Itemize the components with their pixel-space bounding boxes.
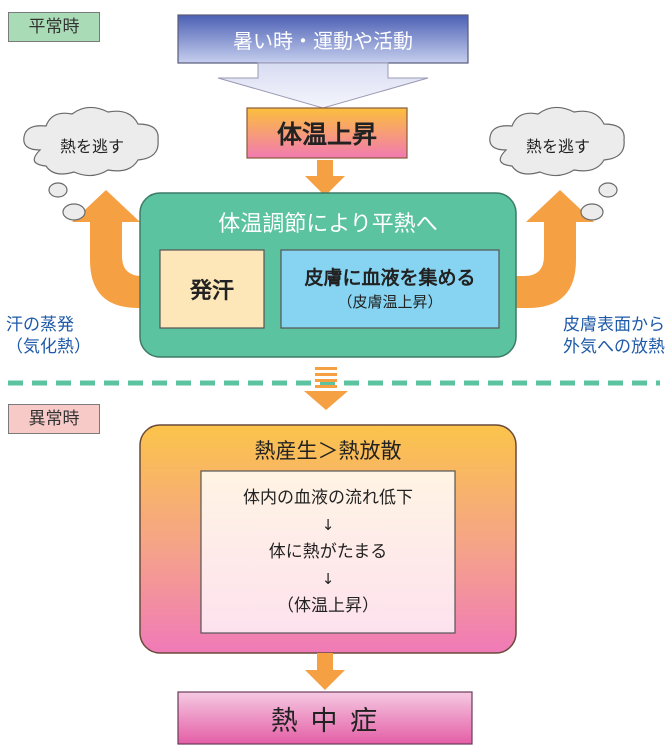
left-caption-line2: （気化熱） bbox=[6, 337, 91, 357]
abnormal-steps: 体内の血液の流れ低下 ↓ 体に熱がたまる ↓ （体温上昇） bbox=[201, 471, 455, 633]
trigger-arrow bbox=[217, 62, 429, 109]
blood-box bbox=[280, 249, 500, 329]
arrow-down-1 bbox=[305, 160, 345, 196]
abnormal-title: 熱産生＞熱放散 bbox=[254, 439, 402, 463]
sweat-text: 発汗 bbox=[189, 279, 234, 304]
abnormal-step: 体に熱がたまる bbox=[268, 541, 388, 562]
trigger-text: 暑い時・運動や活動 bbox=[233, 28, 413, 53]
regulation-title: 体温調節により平熱へ bbox=[218, 212, 438, 237]
result-box bbox=[177, 691, 473, 745]
blood-text-group: 皮膚に血液を集める （皮膚温上昇） bbox=[281, 250, 499, 328]
abnormal-step: 体内の血液の流れ低下 bbox=[243, 487, 413, 508]
cloud-left-shape bbox=[23, 106, 159, 221]
abnormal-step: （体温上昇） bbox=[277, 595, 379, 616]
cloud-right-shape bbox=[489, 106, 625, 221]
down-arrow-glyph: ↓ bbox=[321, 515, 335, 534]
trigger-box bbox=[177, 14, 469, 64]
blood-main-text: 皮膚に血液を集める bbox=[304, 267, 476, 289]
cloud-left-text: 熱を逃す bbox=[59, 137, 124, 156]
normal-label: 平常時 bbox=[8, 12, 100, 42]
abnormal-label: 異常時 bbox=[8, 404, 100, 434]
temp-rise-box bbox=[246, 107, 408, 159]
cloud-right-text: 熱を逃す bbox=[525, 137, 590, 156]
right-caption-line1: 皮膚表面から bbox=[563, 315, 665, 335]
abnormal-inner-box bbox=[200, 470, 456, 634]
arrow-down-2 bbox=[305, 653, 345, 690]
left-caption-line1: 汗の蒸発 bbox=[6, 315, 74, 335]
blood-sub-text: （皮膚温上昇） bbox=[337, 293, 443, 311]
down-arrow-glyph: ↓ bbox=[321, 569, 335, 588]
temp-rise-text: 体温上昇 bbox=[276, 120, 377, 149]
right-caption-line2: 外気への放熱 bbox=[563, 337, 665, 357]
arrow-down-striped bbox=[304, 367, 348, 410]
sweat-box bbox=[159, 249, 265, 329]
result-text: 熱 中 症 bbox=[270, 705, 380, 737]
